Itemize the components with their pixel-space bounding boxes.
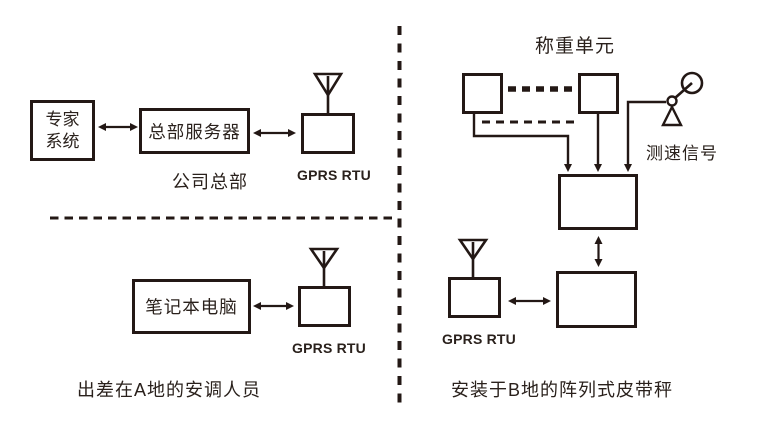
expert-system-box: 专家 系统	[30, 100, 95, 161]
instrument-box-upper	[558, 174, 638, 230]
field-a-caption: 出差在A地的安调人员	[77, 380, 262, 400]
instrument-junction-arrow	[594, 236, 603, 267]
weighing-cell-box-2	[578, 73, 619, 114]
site-b-antenna-icon	[457, 238, 489, 277]
expert-server-arrow	[98, 123, 138, 131]
gprs-rtu-label-site-b: GPRS RTU	[442, 331, 516, 347]
server-gprs-arrow	[253, 129, 296, 137]
gprs-rtu-box-site-b	[448, 277, 501, 318]
speed-sensor-arrow	[624, 100, 666, 172]
hq-server-box: 总部服务器	[139, 108, 250, 154]
instrument-box-lower	[556, 271, 637, 328]
cell1-instrument-arrow	[472, 113, 572, 172]
weighing-unit-title: 称重单元	[534, 36, 615, 57]
field-a-antenna-icon	[308, 247, 340, 286]
speed-signal-label: 测速信号	[646, 144, 718, 163]
cell2-instrument-arrow	[594, 113, 602, 172]
gprs-rtu-box-field-a	[298, 286, 351, 327]
gprs-rtu-label-hq: GPRS RTU	[297, 167, 371, 183]
laptop-box: 笔记本电脑	[132, 279, 251, 334]
laptop-gprs-arrow	[253, 302, 294, 310]
tachometer-icon	[661, 71, 704, 127]
gprs-rtu-label-field-a: GPRS RTU	[292, 340, 366, 356]
weighing-cell-box-1	[462, 73, 503, 114]
hq-antenna-icon	[312, 72, 344, 113]
site-b-caption: 安装于B地的阵列式皮带秤	[451, 380, 674, 400]
gprs-junction-arrow	[508, 297, 551, 305]
gprs-rtu-box-hq	[301, 113, 355, 154]
hq-caption: 公司总部	[172, 172, 248, 192]
